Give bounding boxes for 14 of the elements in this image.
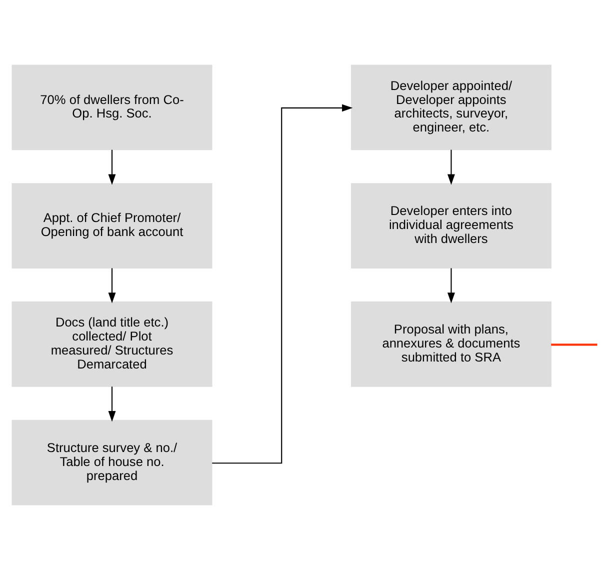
node-box: 70% of dwellers from Co-Op. Hsg. Soc. [12,64,212,150]
arrow [108,149,116,184]
node-box: Appt. of Chief Promoter/ Opening of bank account [12,182,212,268]
arrow [108,268,116,303]
arrow [447,149,455,184]
node-box: Structure survey & no./ Table of house no. prepared [12,419,212,505]
arrow [212,104,353,464]
node-box: Docs (land title etc.) collected/ Plot measured/ Structures Demarcated [12,301,212,386]
arrow [108,386,116,422]
connector [551,343,598,346]
node-box: Proposal with plans, annexures & documents submitted to SRA [350,301,552,386]
arrow [447,268,455,303]
node-box: Developer enters into individual agreements with dwellers [350,182,552,268]
node-box: Developer appointed/ Developer appoints architects, surveyor, engineer, etc. [350,64,552,150]
